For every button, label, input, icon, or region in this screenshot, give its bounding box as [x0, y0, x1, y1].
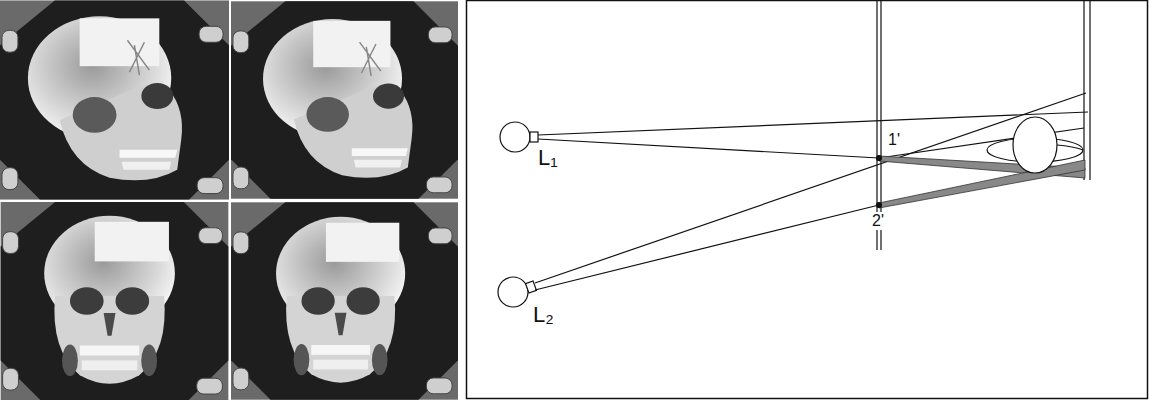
- xray-photos: [0, 0, 458, 400]
- point-label: L₁: [536, 146, 560, 170]
- geometry-diagram: [467, 0, 1148, 399]
- point-label: 2': [870, 212, 886, 230]
- point-label: L₂: [531, 303, 556, 327]
- point-label: 1': [886, 131, 902, 149]
